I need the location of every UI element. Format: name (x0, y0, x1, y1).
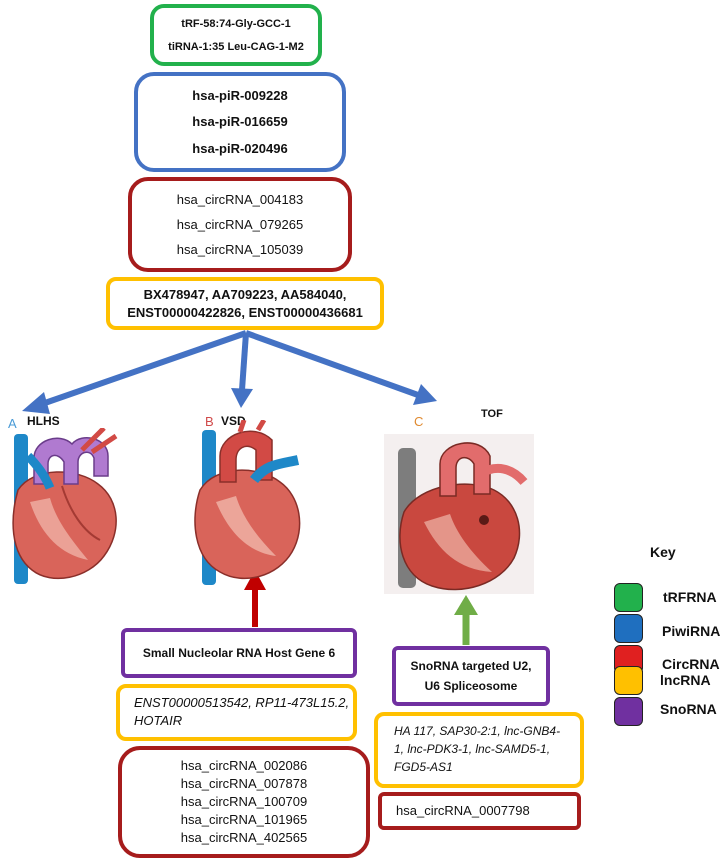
circ-box-top: hsa_circRNA_004183 hsa_circRNA_079265 hs… (128, 177, 352, 272)
key-title: Key (650, 544, 676, 560)
piwi-item: hsa-piR-020496 (192, 141, 288, 157)
tof-circ-box: hsa_circRNA_0007798 (378, 792, 581, 830)
tof-lnc-line: FGD5-AS1 (394, 760, 453, 774)
lnc-item: ENST00000422826, ENST00000436681 (127, 305, 363, 321)
key-label-lnc: lncRNA (660, 672, 711, 688)
heart-c-label: TOF (481, 408, 503, 420)
vsd-circ-item: hsa_circRNA_402565 (180, 830, 308, 845)
heart-a-letter: A (8, 416, 17, 431)
circ-item: hsa_circRNA_105039 (176, 242, 304, 257)
key-label-sno: SnoRNA (660, 701, 717, 717)
trf-box: tRF-58:74-Gly-GCC-1 tiRNA-1:35 Leu-CAG-1… (150, 4, 322, 66)
heart-hlhs-illustration (12, 428, 118, 584)
key-label-circ: CircRNA (662, 656, 720, 672)
trf-item: tRF-58:74-Gly-GCC-1 (181, 17, 291, 30)
heart-tof-illustration (384, 434, 534, 594)
blue-arrow-vsd (231, 332, 253, 408)
key-swatch-piwi (614, 614, 643, 643)
trf-item: tiRNA-1:35 Leu-CAG-1-M2 (168, 40, 304, 53)
key-label-trf: tRFRNA (663, 589, 717, 605)
lnc-item: BX478947, AA709223, AA584040, (143, 286, 347, 302)
heart-b-letter: B (205, 414, 214, 429)
key-label-piwi: PiwiRNA (662, 623, 721, 639)
green-arrow-tof (454, 595, 478, 645)
vsd-sno-text: Small Nucleolar RNA Host Gene 6 (142, 646, 336, 660)
tof-lnc-line: 1, lnc-PDK3-1, lnc-SAMD5-1, (394, 742, 551, 756)
vsd-circ-item: hsa_circRNA_007878 (180, 776, 308, 791)
tof-lnc-line: HA 117, SAP30-2:1, lnc-GNB4- (394, 724, 561, 738)
vsd-circ-box: hsa_circRNA_002086 hsa_circRNA_007878 hs… (118, 746, 370, 858)
blue-arrow-hlhs (22, 330, 247, 414)
tof-circ-item: hsa_circRNA_0007798 (396, 803, 530, 818)
heart-vsd-illustration (194, 420, 301, 585)
red-arrow-vsd (244, 570, 266, 627)
piwi-box: hsa-piR-009228 hsa-piR-016659 hsa-piR-02… (134, 72, 346, 172)
vsd-circ-item: hsa_circRNA_101965 (180, 812, 308, 827)
vsd-sno-box: Small Nucleolar RNA Host Gene 6 (121, 628, 357, 678)
heart-a-label: HLHS (27, 414, 60, 428)
heart-c-letter: C (414, 414, 424, 429)
blue-arrow-tof (244, 330, 437, 405)
circ-item: hsa_circRNA_004183 (176, 192, 304, 207)
vsd-circ-item: hsa_circRNA_100709 (180, 794, 308, 809)
key-swatch-trf (614, 583, 643, 612)
tof-sno-line: SnoRNA targeted U2, (410, 659, 532, 673)
piwi-item: hsa-piR-009228 (192, 87, 288, 103)
circ-item: hsa_circRNA_079265 (176, 217, 304, 232)
vsd-lnc-box: ENST00000513542, RP11-473L15.2, HOTAIR (116, 684, 357, 741)
vsd-circ-item: hsa_circRNA_002086 (180, 758, 308, 773)
tof-sno-box: SnoRNA targeted U2, U6 Spliceosome (392, 646, 550, 706)
tof-lnc-box: HA 117, SAP30-2:1, lnc-GNB4- 1, lnc-PDK3… (374, 712, 584, 788)
tof-sno-line: U6 Spliceosome (424, 679, 518, 693)
key-swatch-sno (614, 697, 643, 726)
lnc-box-top: BX478947, AA709223, AA584040, ENST000004… (106, 277, 384, 330)
vsd-lnc-line: ENST00000513542, RP11-473L15.2, (134, 695, 350, 710)
piwi-item: hsa-piR-016659 (192, 114, 288, 130)
vsd-lnc-line: HOTAIR (134, 713, 183, 728)
heart-b-label: VSD (221, 414, 246, 428)
key-swatch-lnc (614, 666, 643, 695)
